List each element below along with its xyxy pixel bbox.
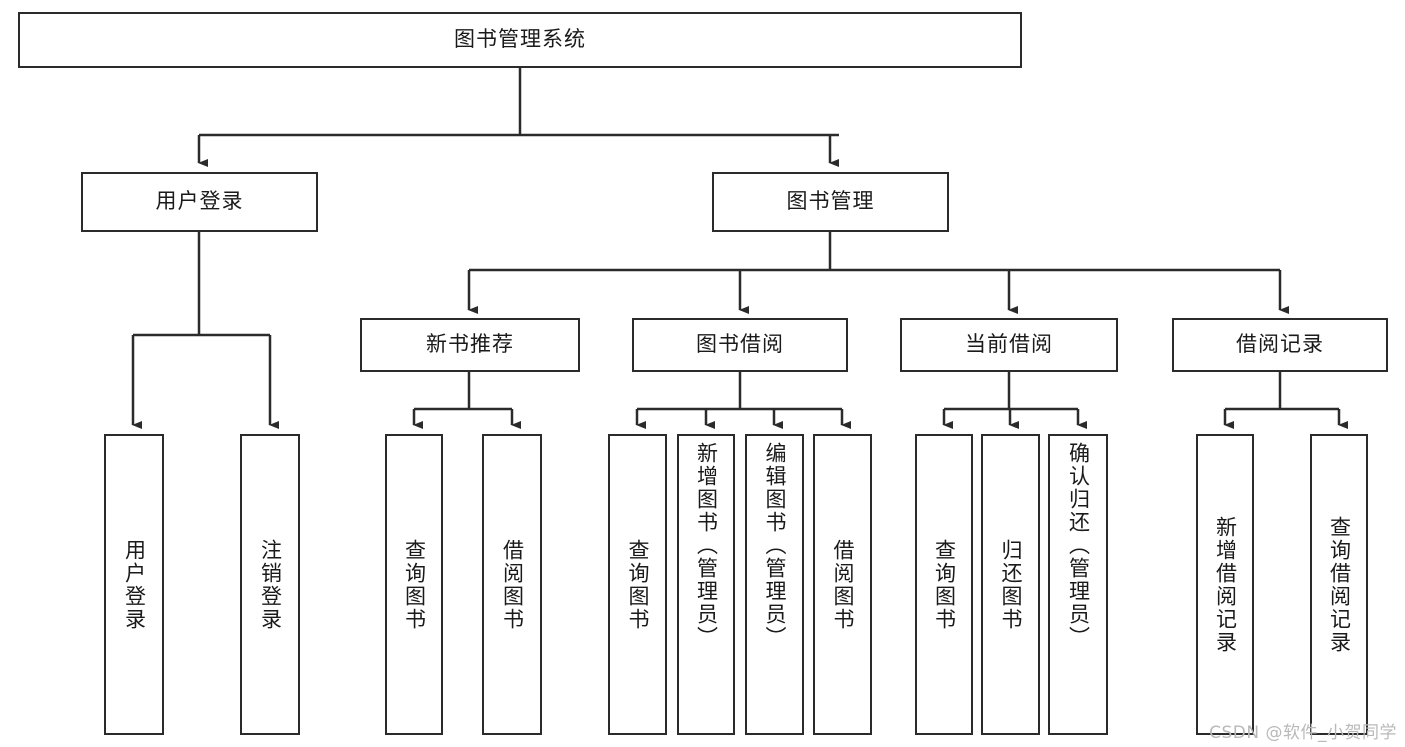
node-leaf-query-book-1[interactable]: 查询图书: [385, 434, 443, 735]
node-leaf-return-book-label: 归还图书: [999, 538, 1023, 631]
node-book-borrow[interactable]: 图书借阅: [632, 318, 848, 372]
node-leaf-confirm-return[interactable]: 确认归还（管理员）: [1048, 434, 1108, 735]
node-leaf-add-book-label: 新增图书（管理员）: [694, 442, 719, 649]
node-user-login-label: 用户登录: [155, 189, 244, 214]
node-leaf-query-book-1-label: 查询图书: [402, 538, 427, 631]
watermark-text: CSDN @软件_小贺同学: [1209, 723, 1397, 743]
node-leaf-edit-book-label: 编辑图书（管理员）: [763, 442, 787, 649]
node-leaf-query-book-3[interactable]: 查询图书: [915, 434, 973, 735]
node-new-book-rec[interactable]: 新书推荐: [360, 318, 580, 372]
node-leaf-add-record-label: 新增借阅记录: [1213, 515, 1238, 654]
node-leaf-borrow-book-1[interactable]: 借阅图书: [482, 434, 542, 735]
node-leaf-query-book-3-label: 查询图书: [932, 538, 957, 631]
node-leaf-borrow-book-2-label: 借阅图书: [831, 538, 855, 631]
node-leaf-confirm-return-label: 确认归还（管理员）: [1066, 442, 1091, 649]
node-leaf-return-book[interactable]: 归还图书: [981, 434, 1040, 735]
node-current-borrow-label: 当前借阅: [965, 332, 1053, 357]
node-leaf-borrow-book-1-label: 借阅图书: [500, 538, 525, 631]
node-book-borrow-label: 图书借阅: [696, 332, 784, 357]
node-leaf-user-login[interactable]: 用户登录: [104, 434, 164, 735]
node-leaf-add-book[interactable]: 新增图书（管理员）: [677, 434, 735, 735]
node-user-login[interactable]: 用户登录: [81, 172, 318, 232]
node-leaf-add-record[interactable]: 新增借阅记录: [1196, 434, 1254, 735]
node-borrow-record-label: 借阅记录: [1236, 332, 1324, 357]
node-leaf-logout-label: 注销登录: [258, 538, 283, 631]
node-root[interactable]: 图书管理系统: [18, 12, 1022, 68]
node-book-manage-label: 图书管理: [786, 189, 875, 214]
node-root-label: 图书管理系统: [454, 27, 586, 52]
node-leaf-query-record-label: 查询借阅记录: [1327, 515, 1352, 654]
node-borrow-record[interactable]: 借阅记录: [1172, 318, 1388, 372]
node-leaf-borrow-book-2[interactable]: 借阅图书: [813, 434, 872, 735]
node-leaf-query-book-2[interactable]: 查询图书: [608, 434, 667, 735]
node-leaf-edit-book[interactable]: 编辑图书（管理员）: [745, 434, 804, 735]
node-leaf-query-record[interactable]: 查询借阅记录: [1310, 434, 1368, 735]
node-book-manage[interactable]: 图书管理: [712, 172, 949, 232]
node-new-book-rec-label: 新书推荐: [426, 332, 514, 357]
connector-lines: [131, 68, 1348, 429]
node-leaf-logout[interactable]: 注销登录: [240, 434, 300, 735]
node-current-borrow[interactable]: 当前借阅: [900, 318, 1118, 372]
node-leaf-query-book-2-label: 查询图书: [626, 538, 650, 631]
node-leaf-user-login-label: 用户登录: [122, 538, 147, 631]
